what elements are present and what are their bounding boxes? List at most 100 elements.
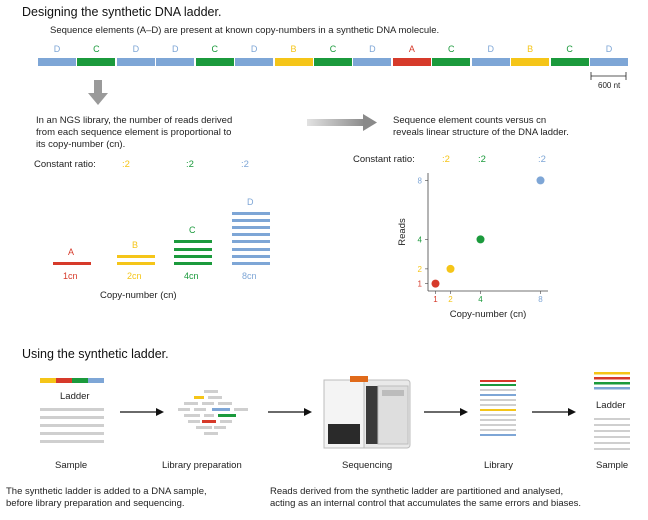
arrow-icon (424, 408, 468, 416)
sequence-letter: D (605, 44, 613, 54)
sequence-letter: C (566, 44, 573, 54)
sample-dna-icon (40, 408, 104, 443)
read-bar-D (232, 233, 270, 237)
caption-right-2: acting as an internal control that accum… (270, 498, 582, 509)
caption-left-2: before library preparation and sequencin… (6, 498, 185, 509)
sequence-element-D (353, 58, 392, 66)
arrow-icon (268, 408, 312, 416)
left-panel-text-3: its copy-number (cn). (36, 139, 126, 150)
sequence-letter: D (250, 44, 258, 54)
ladder-stripe (40, 378, 104, 383)
data-point-B (446, 264, 455, 273)
sequence-element-D (235, 58, 274, 66)
right-arrow-icon (307, 114, 377, 131)
group-letter-A: A (68, 247, 75, 257)
step-library-prep: Library preparation (162, 460, 242, 471)
group-letter-D: D (247, 196, 254, 207)
read-bar-B (117, 254, 155, 258)
caption-right-1: Reads derived from the synthetic ladder … (270, 486, 564, 497)
sequence-letter: D (369, 44, 376, 54)
y-axis-label: Reads (397, 218, 408, 246)
group-cn-label-D: 8cn (242, 271, 257, 281)
section-title-use: Using the synthetic ladder. (22, 347, 169, 361)
sequence-element-C (314, 58, 352, 66)
sequence-letter: C (211, 44, 218, 54)
read-bar-D (232, 262, 270, 265)
x-tick-label: 8 (538, 295, 543, 304)
ladder-reads-output (594, 372, 630, 390)
y-tick-label: 4 (418, 235, 423, 244)
sequence-element-B (274, 58, 313, 66)
y-tick-label: 2 (418, 265, 423, 274)
read-bar-D (232, 247, 270, 251)
read-bar-A (53, 262, 91, 265)
sequence-element-C (550, 58, 589, 66)
sequence-element-C (195, 58, 234, 66)
scale-label: 600 nt (598, 81, 621, 90)
right-ratio-cd: :2 (538, 154, 546, 165)
sample-reads-output (594, 418, 630, 450)
sequence-letter: C (93, 44, 100, 54)
read-bar-B (117, 262, 155, 265)
library-reads-icon (480, 380, 516, 436)
arrow-icon (532, 408, 576, 416)
sequence-letter: C (329, 44, 337, 54)
sequence-letter: C (448, 44, 455, 54)
data-point-A (431, 279, 440, 288)
sequence-element-A (392, 58, 431, 66)
ladder-label-output: Ladder (596, 400, 626, 411)
group-letter-C: C (189, 225, 196, 236)
ratio-cd: :2 (241, 159, 249, 170)
read-bar-C (174, 254, 212, 258)
sequence-element-D (156, 58, 195, 66)
arrow-icon (120, 408, 164, 416)
section-subtitle: Sequence elements (A–D) are present at k… (50, 25, 440, 36)
library-prep-fragments (178, 390, 248, 435)
y-tick-label: 8 (418, 176, 423, 185)
sequence-letter: B (527, 44, 534, 54)
caption-left-1: The synthetic ladder is added to a DNA s… (6, 486, 207, 497)
left-xlabel: Copy-number (cn) (100, 290, 177, 301)
sequence-letter: D (172, 44, 179, 54)
step-sample: Sample (55, 460, 88, 471)
right-ratio-bc: :2 (478, 154, 486, 165)
step-sample-output: Sample (596, 460, 629, 471)
left-panel-text-1: In an NGS library, the number of reads d… (36, 115, 233, 126)
sequence-letter: B (290, 44, 297, 54)
sequence-element-D (471, 58, 510, 66)
y-tick-label: 1 (418, 280, 423, 289)
read-bar-D (232, 218, 270, 222)
data-point-C (476, 235, 485, 244)
read-bar-C (174, 240, 212, 244)
sequence-letter: A (408, 44, 415, 54)
ladder-label: Ladder (60, 391, 90, 402)
sequence-element-C (432, 58, 471, 66)
sequence-element-D (590, 58, 628, 66)
group-cn-label-A: 1cn (63, 271, 78, 281)
group-letter-B: B (132, 239, 139, 250)
read-bar-D (232, 254, 270, 258)
group-cn-label-C: 4cn (184, 271, 199, 281)
read-bar-C (174, 247, 212, 251)
sequence-element-B (511, 58, 550, 66)
x-tick-label: 2 (448, 295, 453, 304)
constant-ratio-label: Constant ratio: (34, 159, 96, 170)
x-tick-label: 4 (478, 295, 483, 304)
section-title-design: Designing the synthetic DNA ladder. (22, 5, 222, 19)
ratio-bc: :2 (186, 159, 194, 170)
read-bar-D (232, 226, 270, 229)
sequence-letter: D (487, 44, 494, 54)
x-axis-label: Copy-number (cn) (450, 309, 527, 320)
right-panel-text-2: reveals linear structure of the DNA ladd… (393, 127, 569, 138)
scale-bar (590, 72, 627, 80)
read-bar-C (174, 262, 212, 265)
sequence-element-D (116, 58, 155, 66)
right-ratio-ab: :2 (442, 154, 450, 165)
down-arrow-icon (88, 80, 108, 105)
left-panel-text-2: from each sequence element is proportion… (36, 127, 232, 138)
group-cn-label-B: 2cn (127, 271, 142, 281)
read-bar-D (232, 211, 270, 215)
ratio-ab: :2 (122, 159, 130, 170)
data-point-D (536, 176, 545, 185)
